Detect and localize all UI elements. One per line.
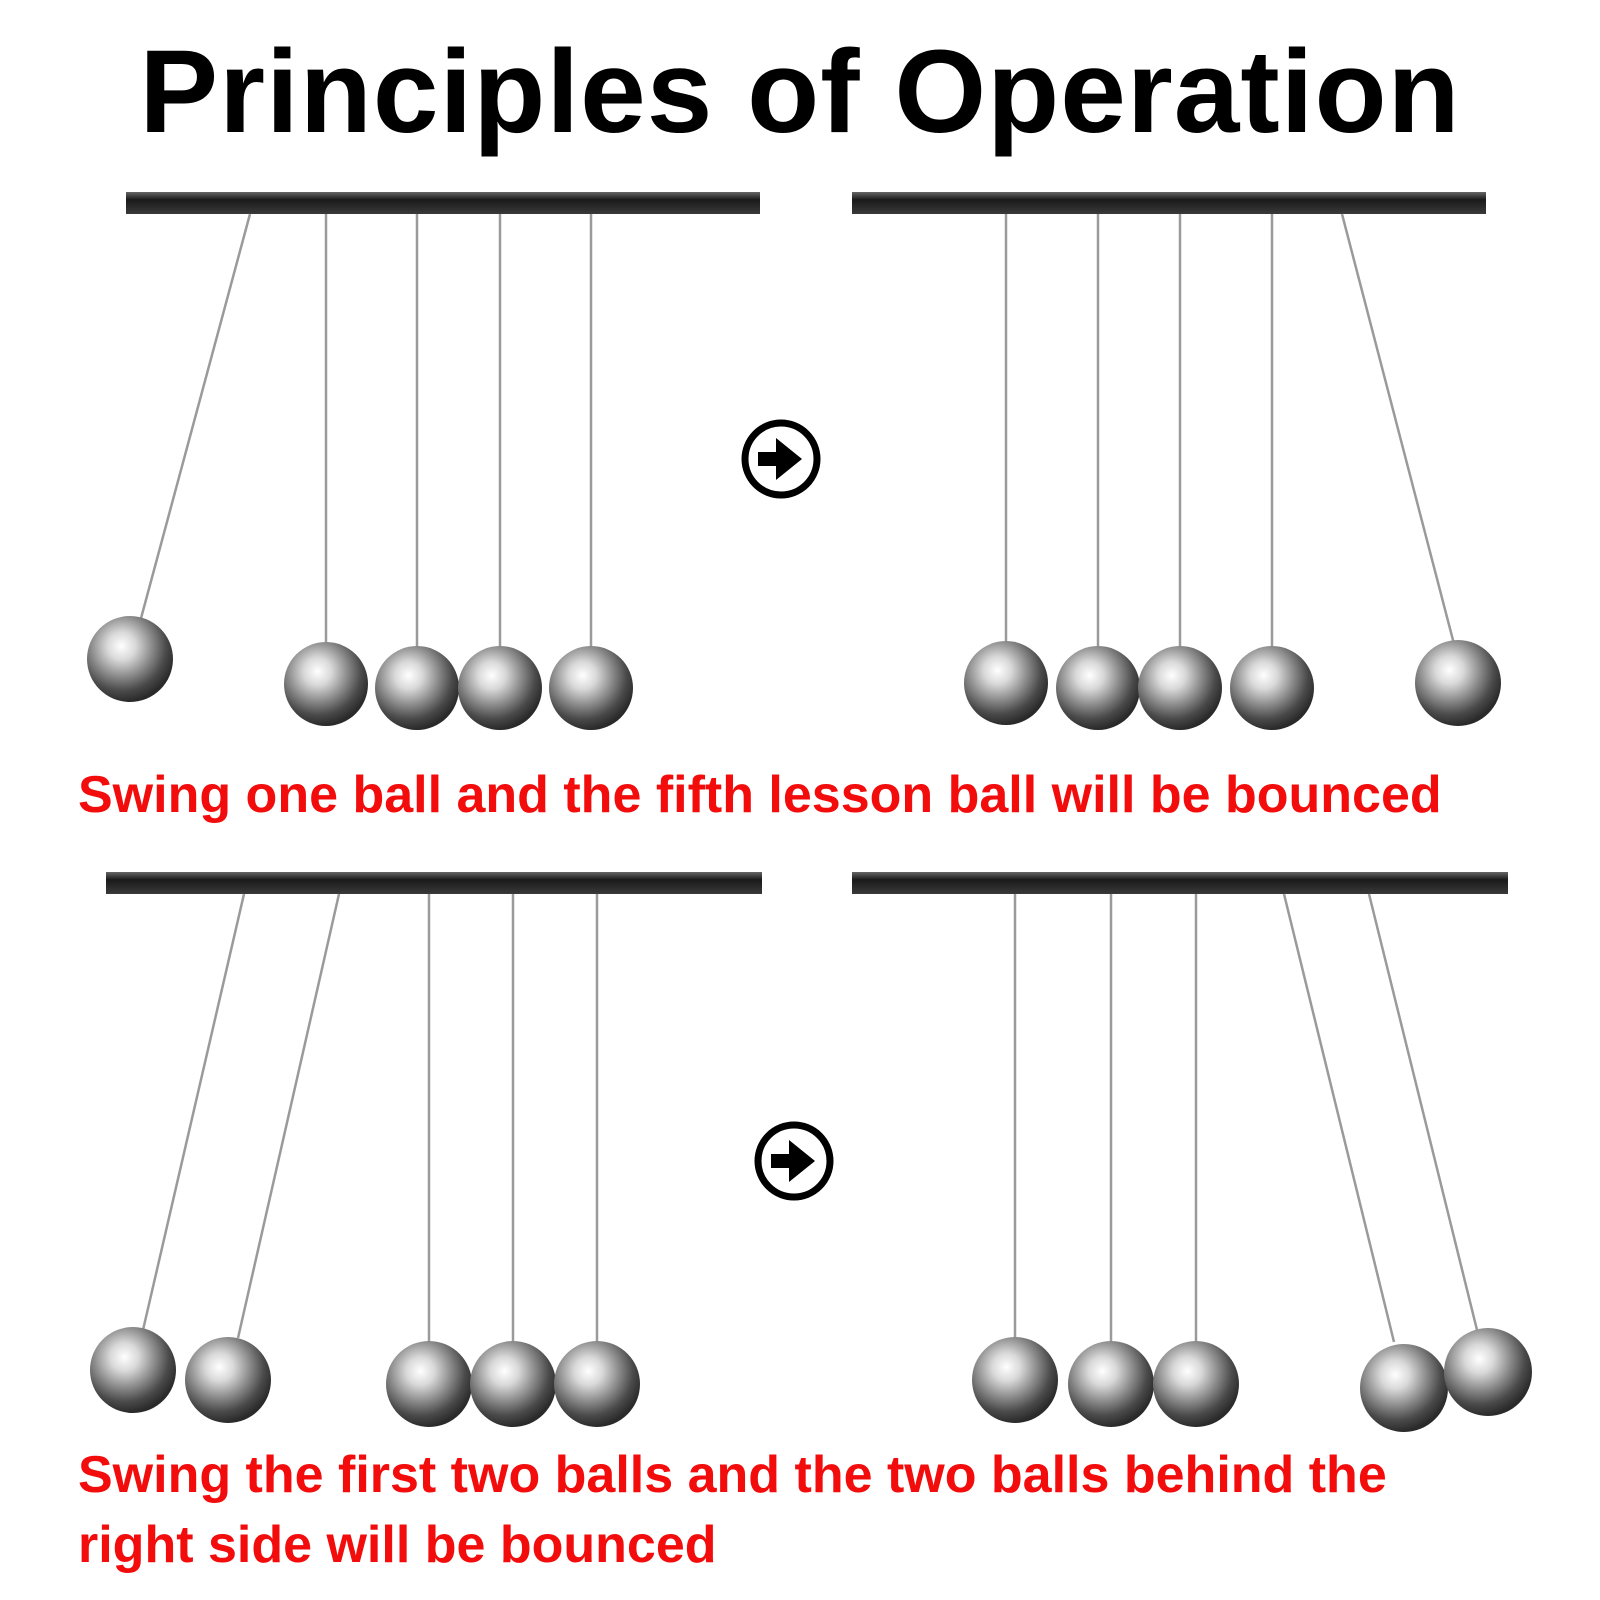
steel-ball [386,1341,472,1427]
cradle-bar [126,192,760,214]
steel-ball [1415,640,1501,726]
steel-ball [1230,646,1314,730]
cradle-panel-two-balls-end [852,872,1532,1432]
cradle-bar [106,872,762,894]
cradle-bar [852,872,1508,894]
steel-ball [554,1341,640,1427]
arrow-right-circle-icon [741,419,821,499]
steel-ball [964,641,1048,725]
cradle-panel-two-balls-start [90,872,762,1427]
cradle-panel-one-ball-start [87,192,760,730]
steel-ball [185,1337,271,1423]
steel-ball [87,616,173,702]
steel-ball [1056,646,1140,730]
page-title: Principles of Operation [139,26,1461,158]
steel-ball [458,646,542,730]
arrow-right-circle-icon [754,1121,834,1201]
cradle-panel-one-ball-end [852,192,1501,730]
caption-two-balls-line-2: right side will be bounced [78,1516,717,1574]
steel-ball [1068,1341,1154,1427]
steel-ball [549,646,633,730]
steel-ball [1360,1344,1448,1432]
steel-ball [90,1327,176,1413]
caption-two-balls-line-1: Swing the first two balls and the two ba… [78,1446,1387,1504]
steel-ball [972,1337,1058,1423]
steel-ball [1444,1328,1532,1416]
steel-ball [375,646,459,730]
caption-two-balls: Swing the first two balls and the two ba… [78,1440,1387,1580]
steel-ball [470,1341,556,1427]
steel-ball [1153,1341,1239,1427]
steel-ball [284,642,368,726]
cradle-bar [852,192,1486,214]
steel-ball [1138,646,1222,730]
caption-one-ball: Swing one ball and the fifth lesson ball… [78,766,1442,824]
